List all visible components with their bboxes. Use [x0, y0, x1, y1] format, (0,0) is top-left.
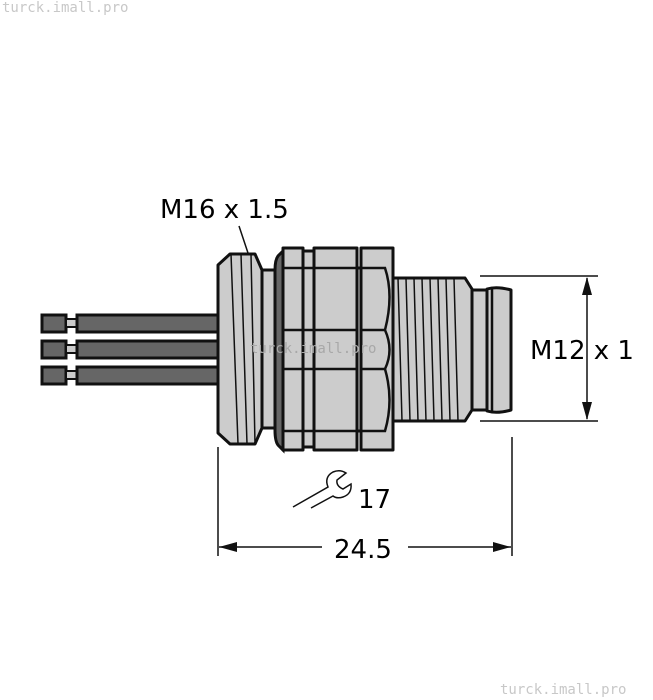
- lock-nut: [281, 246, 359, 452]
- wrench-size-label: 17: [358, 485, 391, 515]
- dimension-lines: [217, 225, 598, 556]
- overall-length-label: 24.5: [334, 535, 392, 565]
- wire-2: [40, 339, 220, 360]
- hex-body: [355, 246, 395, 452]
- wrench-icon: [292, 469, 352, 509]
- housing-thread-m16: [216, 252, 278, 446]
- watermark-bottom-right: turck.imall.pro: [500, 682, 627, 698]
- wires: [40, 313, 220, 386]
- seal-ring: [273, 247, 285, 454]
- housing-thread-label: M16 x 1.5: [160, 195, 289, 225]
- watermark-center: turck.imall.pro: [250, 341, 377, 357]
- wire-1: [40, 313, 220, 334]
- connector-thread-m12: [391, 276, 513, 423]
- wire-3: [40, 365, 220, 386]
- watermark-top-left: turck.imall.pro: [2, 0, 129, 16]
- connector-thread-label: M12 x 1: [530, 336, 634, 366]
